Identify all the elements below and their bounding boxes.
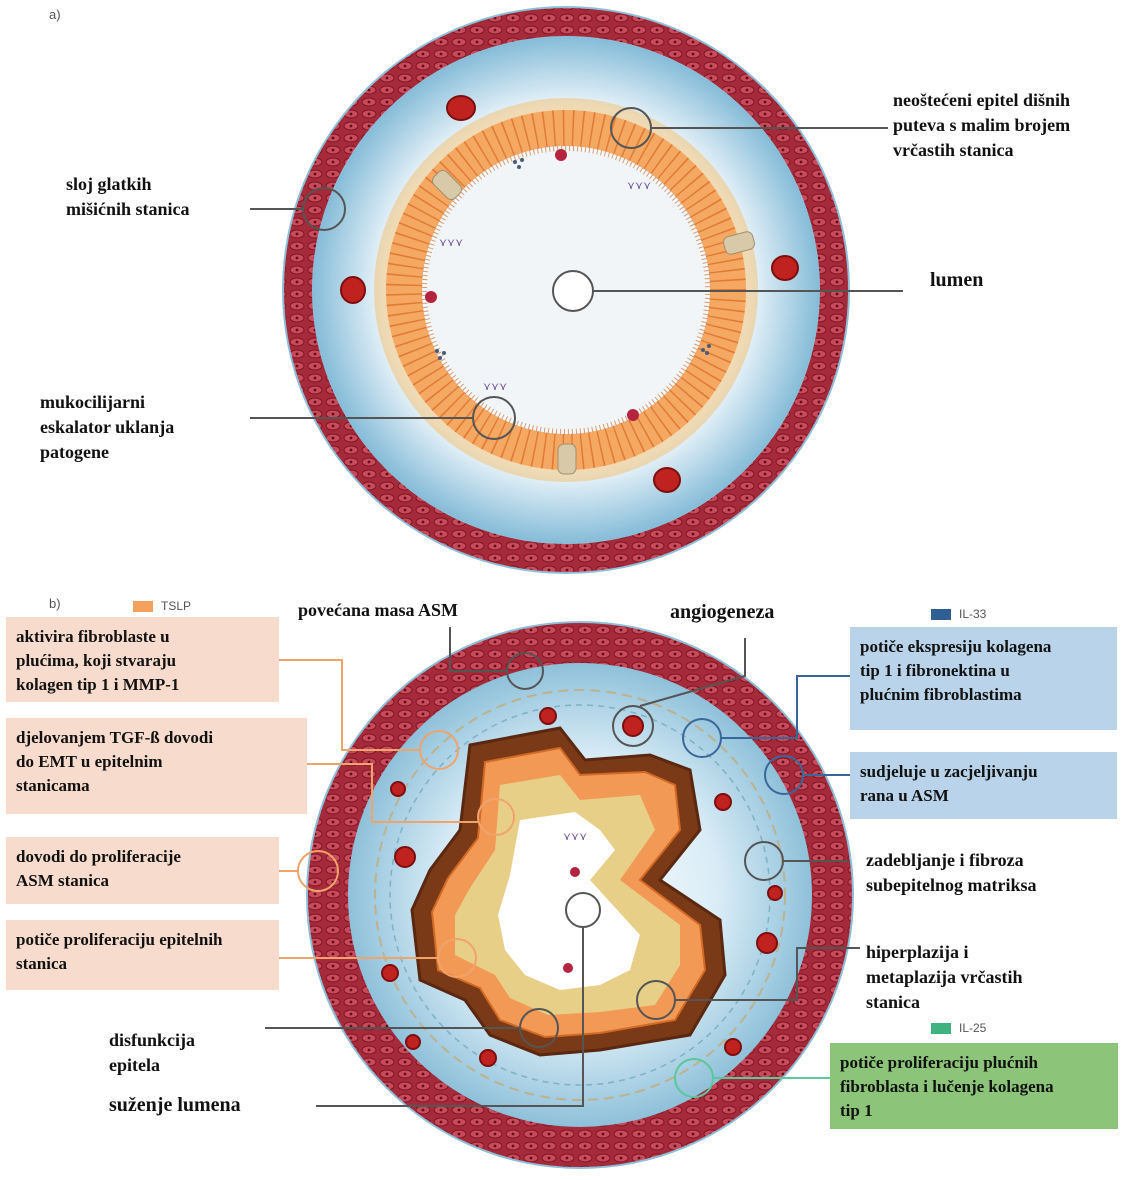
label-asm-mass: povećana masa ASM [298,598,458,623]
tslp-box-fibroblasts: aktivira fibroblaste u plućima, koji stv… [6,617,279,702]
svg-text:⋎⋎⋎: ⋎⋎⋎ [627,179,651,192]
tslp-box-emt: djelovanjem TGF-ß dovodi do EMT u epitel… [6,718,307,814]
legend-swatch-il25 [931,1023,951,1034]
il33-box-collagen: potiče ekspresiju kolagena tip 1 i fibro… [850,627,1117,730]
label-lumen-narrowing: suženje lumena [109,1093,241,1118]
panel-b-tag: b) [49,596,61,611]
label-mucociliary-escalator: mukocilijarni eskalator uklanja patogene [40,390,174,465]
label-epithelial-dysfunction: disfunkcija epitela [109,1028,195,1078]
panel-a-airway: ⋎⋎⋎ ⋎⋎⋎ ⋎⋎⋎ [250,6,903,574]
label-thickening-fibrosis: zadebljanje i fibroza subepitelnog matri… [866,848,1037,898]
svg-text:⋎⋎⋎: ⋎⋎⋎ [563,830,587,843]
svg-text:⋎⋎⋎: ⋎⋎⋎ [483,380,507,393]
label-goblet-hyperplasia: hiperplazija i metaplazija vrčastih stan… [866,940,1022,1015]
legend-tslp: TSLP [133,599,191,613]
legend-label-il33: IL-33 [959,607,986,621]
legend-il25: IL-25 [931,1021,986,1035]
legend-swatch-tslp [133,601,153,612]
panel-b-airway: ⋎⋎⋎ [265,621,860,1169]
legend-swatch-il33 [931,609,951,620]
legend-label-il25: IL-25 [959,1021,986,1035]
label-angiogenesis: angiogeneza [670,600,774,625]
pathogens-b: ⋎⋎⋎ [563,830,587,843]
svg-text:⋎⋎⋎: ⋎⋎⋎ [439,236,463,249]
panel-a-tag: a) [49,7,61,22]
label-intact-epithelium: neoštećeni epitel dišnih puteva s malim … [893,88,1070,163]
label-smooth-muscle: sloj glatkih mišićnih stanica [66,172,190,222]
il33-box-wound-healing: sudjeluje u zacjeljivanju rana u ASM [850,752,1117,819]
label-lumen: lumen [930,268,983,293]
tslp-box-asm-proliferation: dovodi do proliferacije ASM stanica [6,837,279,904]
legend-label-tslp: TSLP [161,599,191,613]
il25-box-fibroblast-proliferation: potiče proliferaciju plućnih fibroblasta… [830,1043,1118,1129]
tslp-box-epithelial-proliferation: potiče proliferaciju epitelnih stanica [6,920,279,990]
legend-il33: IL-33 [931,607,986,621]
